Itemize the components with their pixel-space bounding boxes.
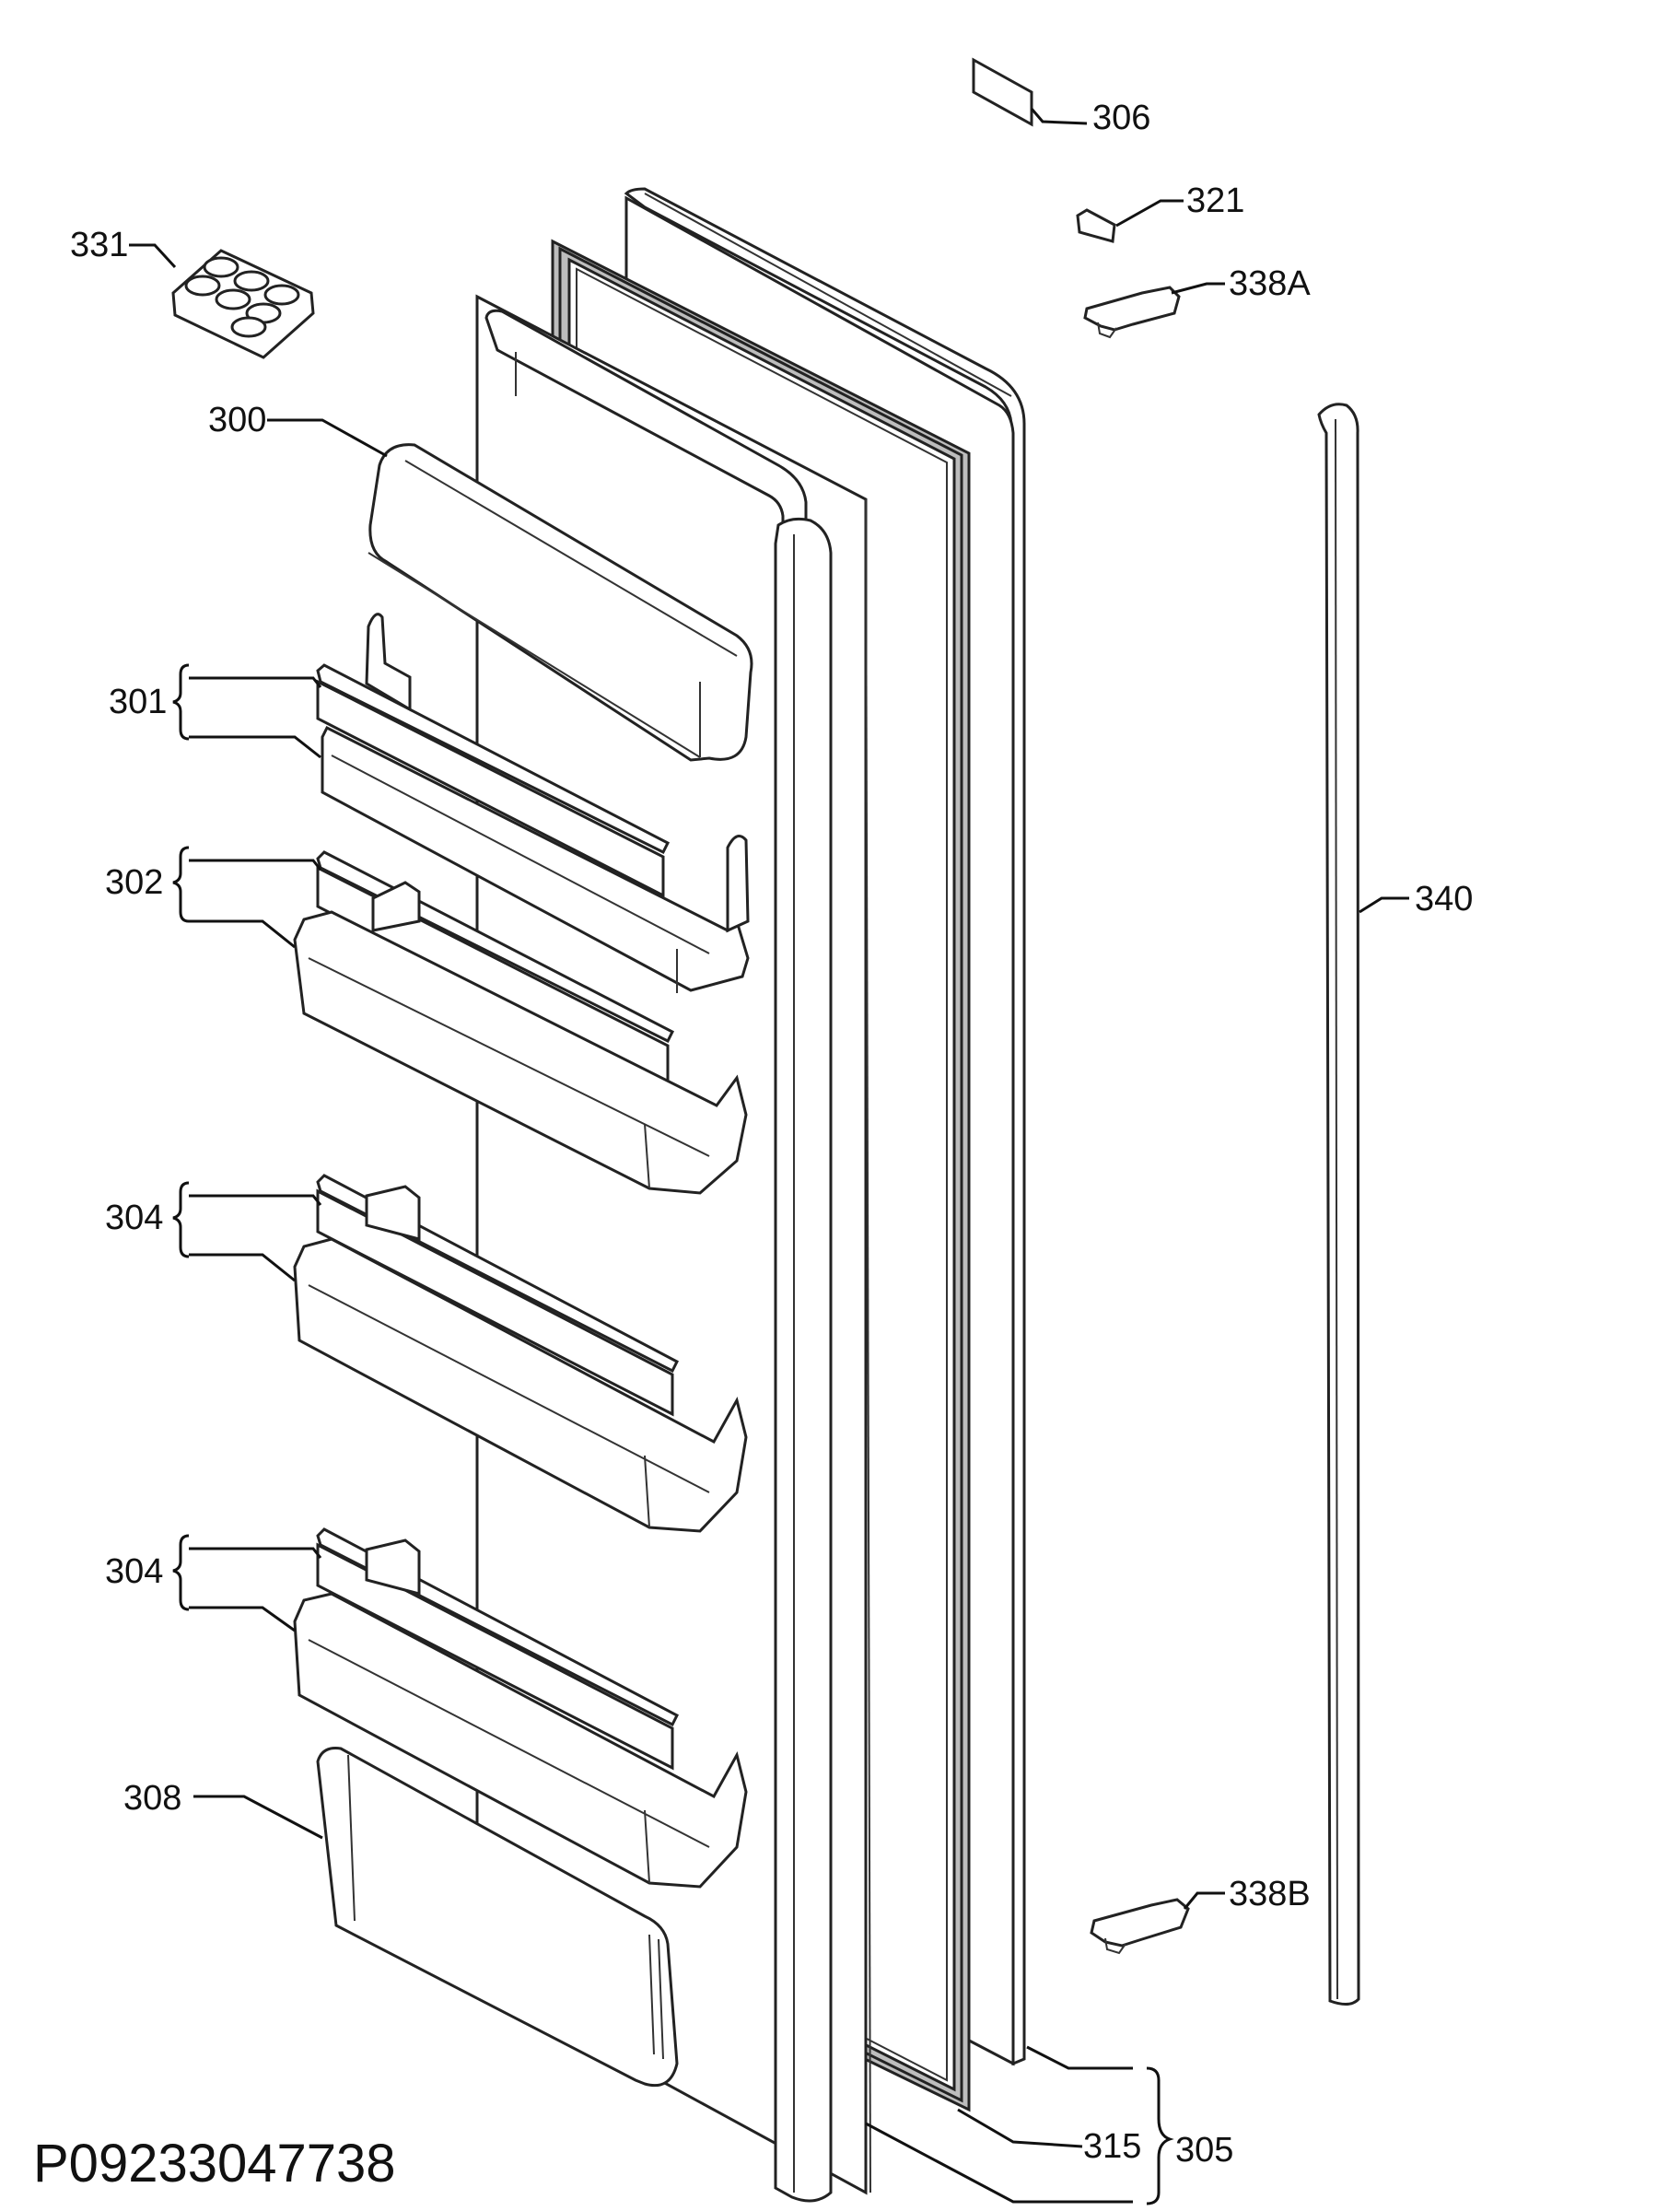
label-plate-306: [972, 57, 1033, 127]
bracket-302: [172, 846, 190, 923]
label-304-lower: 304: [105, 1552, 163, 1591]
label-305: 305: [1175, 2131, 1233, 2170]
door-seal-strip-340: [1317, 403, 1360, 2006]
label-331: 331: [70, 226, 128, 264]
label-300: 300: [208, 401, 266, 439]
hinge-338b: [1090, 1898, 1190, 1955]
bracket-305: [1146, 2066, 1174, 2205]
document-code: P09233047738: [33, 2134, 396, 2193]
label-315: 315: [1083, 2127, 1141, 2166]
label-338b: 338B: [1229, 1875, 1311, 1913]
bracket-304-lower: [172, 1534, 190, 1611]
door-shelf-304-lower: [293, 1527, 748, 1889]
cap-321: [1076, 208, 1116, 243]
bottle-shelf-308: [316, 1747, 679, 2088]
label-338a: 338A: [1229, 264, 1311, 303]
bracket-301: [172, 663, 190, 741]
door-shelf-304-upper: [293, 1174, 748, 1533]
label-321: 321: [1186, 181, 1244, 220]
label-301: 301: [109, 683, 167, 721]
bracket-304-upper: [172, 1181, 190, 1258]
hinge-338a: [1083, 286, 1181, 339]
door-shelf-301: [316, 613, 750, 993]
door-shelf-302: [293, 850, 748, 1195]
label-340: 340: [1415, 880, 1473, 918]
label-302: 302: [105, 863, 163, 902]
label-304-upper: 304: [105, 1199, 163, 1237]
label-306: 306: [1092, 99, 1150, 137]
label-308: 308: [123, 1779, 181, 1818]
egg-tray-331: [171, 249, 315, 359]
leader-lines: [129, 108, 1409, 2204]
dairy-compartment-300: [368, 443, 753, 762]
